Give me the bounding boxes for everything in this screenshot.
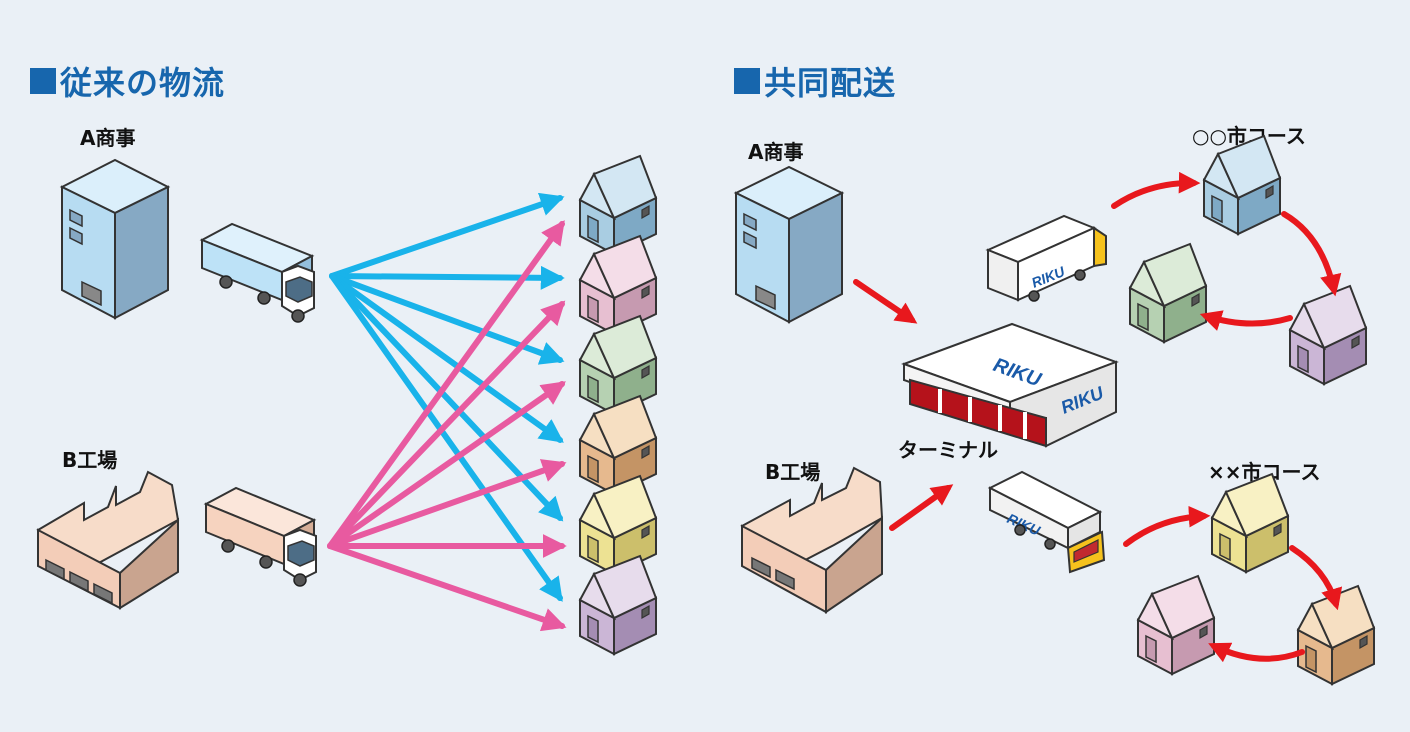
house-orange-icon	[578, 394, 658, 496]
heading-conventional-text: 従来の物流	[60, 64, 226, 102]
house-pink-icon	[578, 234, 658, 336]
arrow-pink-6	[327, 543, 567, 632]
heading-square-icon	[734, 68, 760, 94]
label-a-trading-right: A商事	[748, 140, 804, 164]
house-blue-icon	[578, 154, 658, 256]
label-b-factory-right: B工場	[765, 460, 821, 484]
arrows-to-terminal	[853, 279, 954, 531]
house-yellow-icon	[578, 474, 658, 576]
house-stack	[578, 154, 658, 656]
arrow-pink-2	[327, 300, 566, 549]
arrow-blue-4	[329, 273, 564, 443]
arrows-pink	[327, 220, 567, 632]
factory-icon	[36, 470, 180, 610]
route-2-arrow-b	[1289, 545, 1343, 611]
house-pink-icon	[1136, 574, 1216, 676]
arrow-blue-1	[329, 192, 565, 279]
house-purple-icon	[578, 554, 658, 656]
route-1-arrow-a	[1111, 171, 1201, 209]
arrow-blue-3	[329, 273, 565, 365]
arrow-pink-3	[327, 381, 566, 549]
label-terminal: ターミナル	[898, 438, 998, 462]
route-2-arrow-c	[1208, 642, 1305, 663]
course-1-route	[1111, 171, 1342, 331]
house-green-icon	[1128, 242, 1208, 344]
truck-blue-icon	[199, 222, 315, 323]
arrow-blue-5	[329, 273, 564, 522]
course-2-houses	[1136, 472, 1376, 686]
house-blue-icon	[1202, 134, 1282, 236]
arrow-pink-1	[327, 220, 565, 549]
arrow-a-to-terminal	[853, 279, 918, 324]
route-1-arrow-c	[1199, 310, 1293, 331]
route-1-arrow-b	[1281, 211, 1342, 297]
factory-icon	[740, 466, 884, 614]
course-2-route	[1123, 505, 1343, 663]
arrow-b-to-terminal	[889, 484, 954, 531]
label-b-factory-left: B工場	[62, 448, 118, 472]
arrows-blue	[329, 192, 565, 602]
truck-peach-icon	[203, 486, 317, 587]
house-purple-icon	[1288, 284, 1368, 386]
route-2-arrow-a	[1123, 505, 1211, 547]
heading-joint-delivery: 共同配送	[734, 58, 896, 104]
office-building-icon	[733, 165, 845, 324]
house-green-icon	[578, 314, 658, 416]
delivery-truck-2-icon: RIKU	[987, 470, 1106, 574]
label-a-trading-left: A商事	[80, 126, 136, 150]
delivery-truck-1-icon: RIKU	[985, 214, 1107, 302]
arrow-blue-6	[329, 273, 563, 602]
arrow-pink-4	[327, 459, 567, 549]
heading-square-icon	[30, 68, 56, 94]
course-1-houses	[1128, 134, 1368, 386]
house-yellow-icon	[1210, 472, 1290, 574]
office-building-icon	[59, 158, 171, 320]
heading-conventional: 従来の物流	[30, 58, 225, 104]
heading-joint-delivery-text: 共同配送	[764, 64, 897, 102]
terminal-building-icon: RIKU RIKU	[901, 322, 1119, 448]
